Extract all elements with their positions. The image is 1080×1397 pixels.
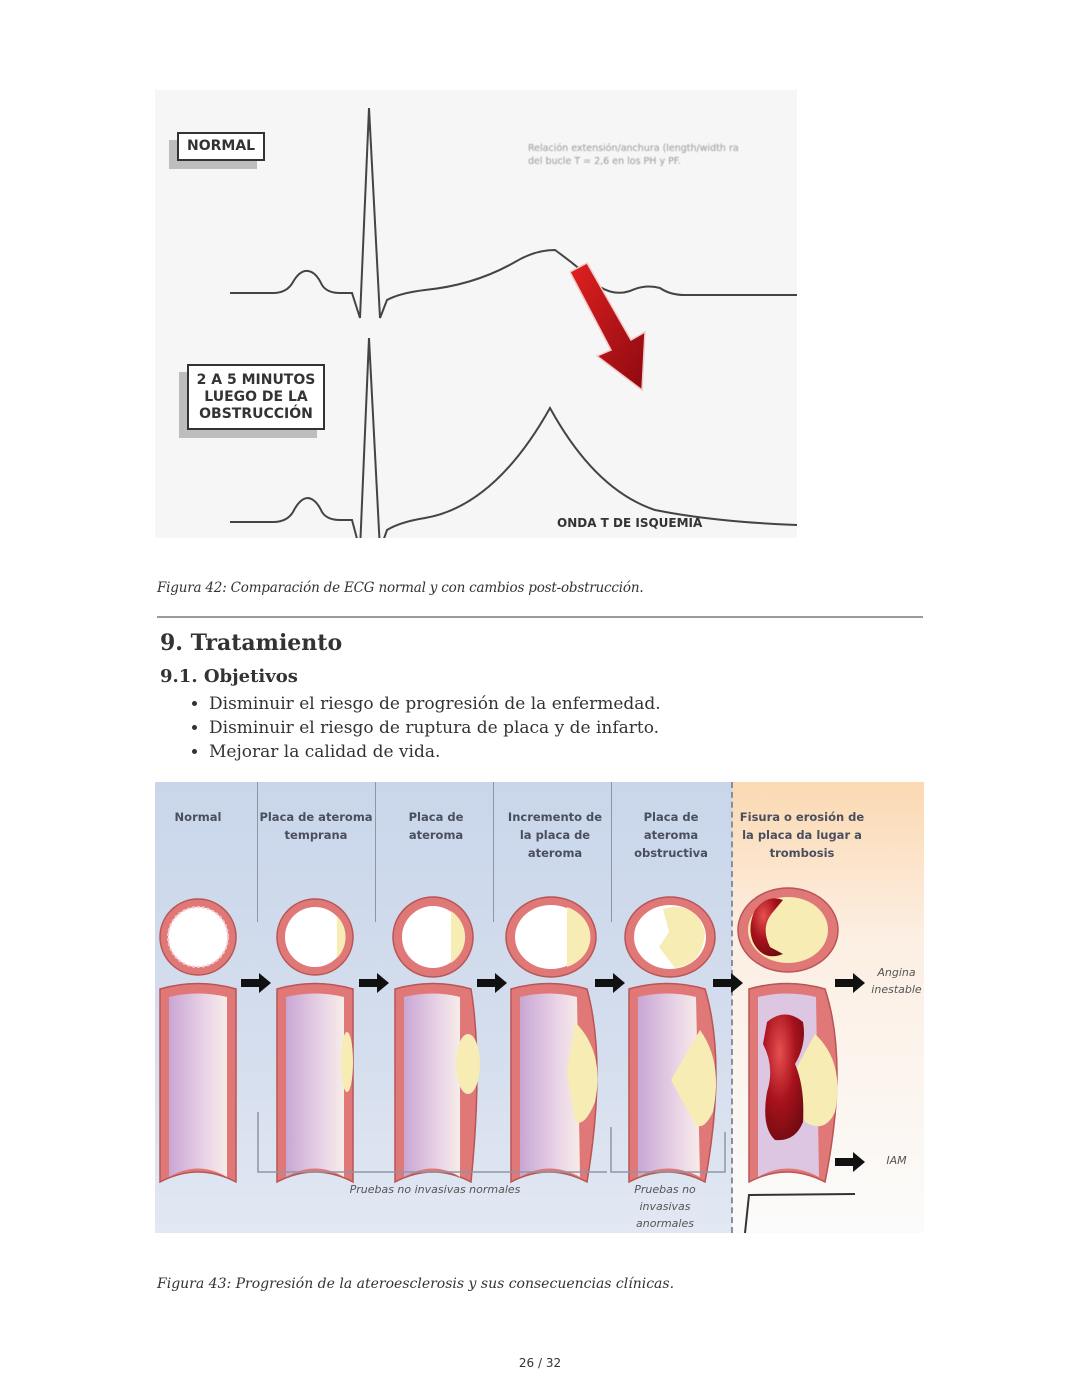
vessel-normal [159,982,237,1184]
ratio-note: Relación extensión/anchura (length/width… [528,142,797,169]
outcome-iam: IAM [886,1154,907,1167]
note-line: del bucle T = 2,6 en los PH y PF. [528,156,681,168]
outcome-unstable-angina: Angina inestable [871,966,922,996]
cross-section-increment [505,896,597,978]
figure-43-atherosclerosis-image: Normal Placa de ateroma temprana Placa d… [155,782,924,1233]
objectives-list: Disminuir el riesgo de progresión de la … [185,692,661,764]
subsection-heading: 9.1. Objetivos [160,666,298,687]
column-title: Placa de ateroma temprana [259,810,373,842]
cross-section-obstructive [624,896,716,978]
vessel-thrombosis [748,982,838,1184]
cross-section-plaque [392,896,474,978]
column-divider [493,782,494,922]
section-divider [157,616,923,618]
dashed-divider [731,782,733,1233]
column-divider [611,782,612,922]
vessel-plaque [394,982,480,1184]
artery-illustrations [159,887,865,1233]
cross-section-early [276,898,354,976]
column-divider [375,782,376,922]
list-item: Disminuir el riesgo de ruptura de placa … [209,716,661,740]
column-title: Placa de ateroma obstructiva [634,810,708,860]
vessel-early [276,982,354,1184]
section-heading: 9. Tratamiento [160,630,343,656]
page-indicator: 26 / 32 [518,1356,562,1370]
figure-42-caption: Figura 42: Comparación de ECG normal y c… [157,580,644,596]
normal-label: NORMAL [177,132,266,161]
note-line: Relación extensión/anchura (length/width… [528,143,739,154]
ischemia-label: ONDA T DE ISQUEMIA [557,516,703,530]
column-title: Incremento de la placa de ateroma [507,810,603,860]
list-item: Disminuir el riesgo de progresión de la … [209,692,661,716]
figure-43-caption: Figura 43: Progresión de la ateroesclero… [157,1276,675,1292]
cross-section-thrombosis [737,887,839,973]
ecg-traces [230,107,797,538]
figure-42-ecg-image: NORMAL 2 A 5 MINUTOS LUEGO DE LA OBSTRUC… [155,90,797,538]
vessel-increment [510,982,598,1184]
arrow-icons [241,973,865,1172]
group-brackets [257,1112,726,1173]
group-abnormal-tests: Pruebas no invasivas anormales [634,1183,696,1230]
list-item: Mejorar la calidad de vida. [209,740,661,764]
group-normal-tests: Pruebas no invasivas normales [349,1183,521,1196]
column-divider [257,782,258,922]
column-title: Fisura o erosión de la placa da lugar a … [739,810,865,860]
column-title: Placa de ateroma [408,810,464,842]
vessel-obstructive [628,982,717,1184]
cross-section-normal [159,898,237,976]
red-arrow-icon [568,261,646,392]
post-obstruction-label: 2 A 5 MINUTOS LUEGO DE LA OBSTRUCCIÓN [187,364,325,431]
column-title: Normal [174,810,222,824]
